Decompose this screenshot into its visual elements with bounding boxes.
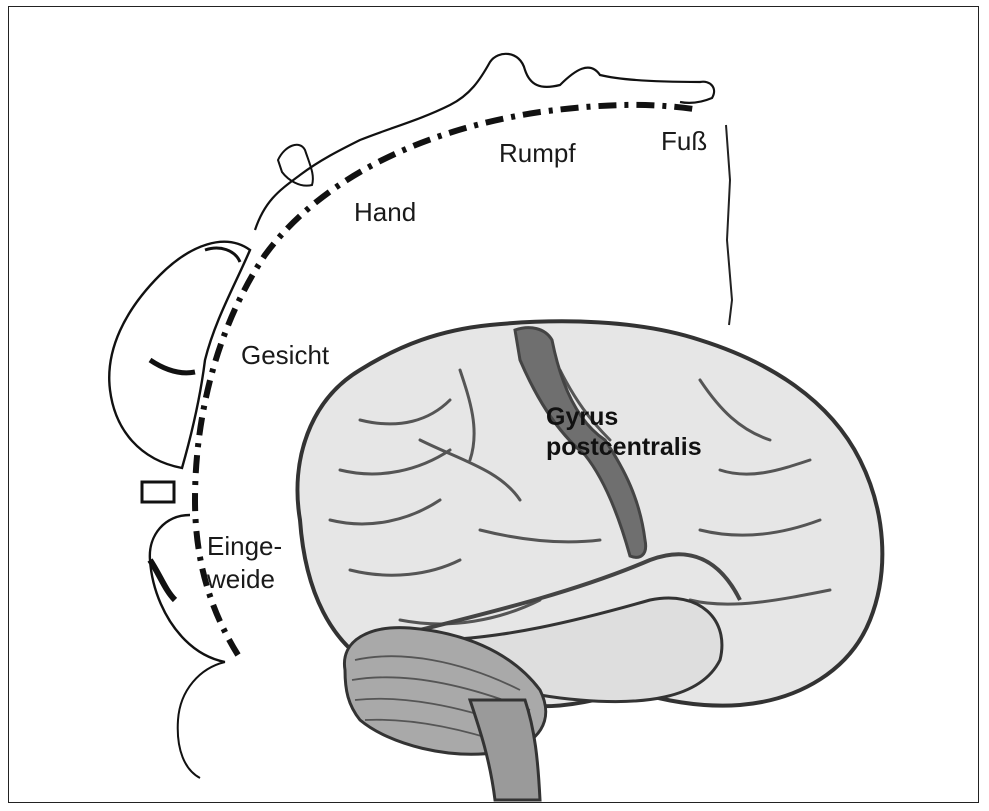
label-gesicht: Gesicht <box>241 342 329 368</box>
label-gyrus-line1: Gyrus <box>546 403 618 431</box>
homunculus-pharynx <box>142 482 174 502</box>
homunculus-body <box>255 54 714 230</box>
label-eingeweide-line2: weide <box>207 566 275 592</box>
label-eingeweide-line1: Einge- <box>207 533 282 559</box>
label-rumpf: Rumpf <box>499 140 576 166</box>
label-fuss: Fuß <box>661 128 707 154</box>
homunculus-eye <box>205 248 240 262</box>
label-hand: Hand <box>354 199 416 225</box>
label-gyrus-line2: postcentralis <box>546 433 702 461</box>
homunculus-mouth <box>150 360 195 373</box>
homunculus-face <box>109 242 250 468</box>
cortex-edge-line <box>726 125 732 325</box>
homunculus-lower-curve <box>178 662 225 778</box>
